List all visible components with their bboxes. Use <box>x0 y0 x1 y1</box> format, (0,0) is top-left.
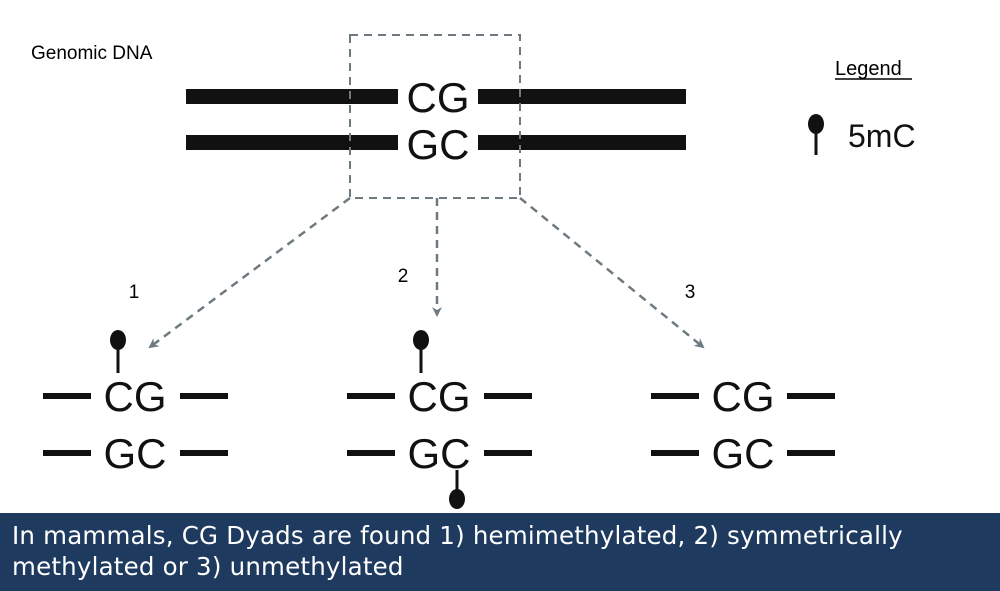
outcome-number: 3 <box>685 282 696 303</box>
genomic-bottom-sequence: GC <box>407 121 470 168</box>
bottom-strand-left <box>347 450 395 456</box>
top-strand-right <box>484 393 532 399</box>
bottom-strand-right <box>484 450 532 456</box>
legend: Legend 5mC <box>808 58 916 155</box>
bottom-sequence: GC <box>712 430 775 477</box>
top-sequence: CG <box>408 373 471 420</box>
top-sequence: CG <box>104 373 167 420</box>
legend-heading: Legend <box>835 58 902 80</box>
genomic-bottom-strand-left <box>186 135 398 150</box>
outcome-2: 2 CG GC <box>347 266 532 509</box>
bottom-sequence: GC <box>408 430 471 477</box>
lollipop-pin-icon <box>413 330 429 373</box>
legend-marker-label: 5mC <box>848 118 916 154</box>
top-strand-left <box>347 393 395 399</box>
genomic-top-strand-right <box>478 89 686 104</box>
genomic-dna: CG GC <box>186 34 686 199</box>
caption-text: In mammals, CG Dyads are found 1) hemime… <box>12 521 903 581</box>
top-sequence: CG <box>712 373 775 420</box>
bottom-strand-left <box>651 450 699 456</box>
lollipop-pin-icon <box>808 114 824 155</box>
diagram-title: Genomic DNA <box>31 43 153 64</box>
genomic-top-strand-left <box>186 89 398 104</box>
arrow-to-outcome-1 <box>148 196 351 349</box>
caption-banner: In mammals, CG Dyads are found 1) hemime… <box>0 513 1000 591</box>
top-strand-right <box>787 393 835 399</box>
bottom-strand-left <box>43 450 91 456</box>
top-strand-left <box>43 393 91 399</box>
genomic-top-sequence: CG <box>407 74 470 121</box>
outcome-number: 1 <box>129 282 140 303</box>
top-strand-left <box>651 393 699 399</box>
arrows <box>148 196 705 349</box>
lollipop-pin-icon <box>449 470 465 509</box>
outcome-3: 3 CG GC <box>651 282 835 477</box>
bottom-strand-right <box>180 450 228 456</box>
outcome-number: 2 <box>398 266 409 287</box>
arrow-to-outcome-3 <box>519 197 705 349</box>
outcome-1: 1 CG GC <box>43 282 228 477</box>
top-strand-right <box>180 393 228 399</box>
bottom-strand-right <box>787 450 835 456</box>
bottom-sequence: GC <box>104 430 167 477</box>
cg-dyad-highlight-box <box>349 34 521 199</box>
lollipop-pin-icon <box>110 330 126 373</box>
genomic-bottom-strand-right <box>478 135 686 150</box>
